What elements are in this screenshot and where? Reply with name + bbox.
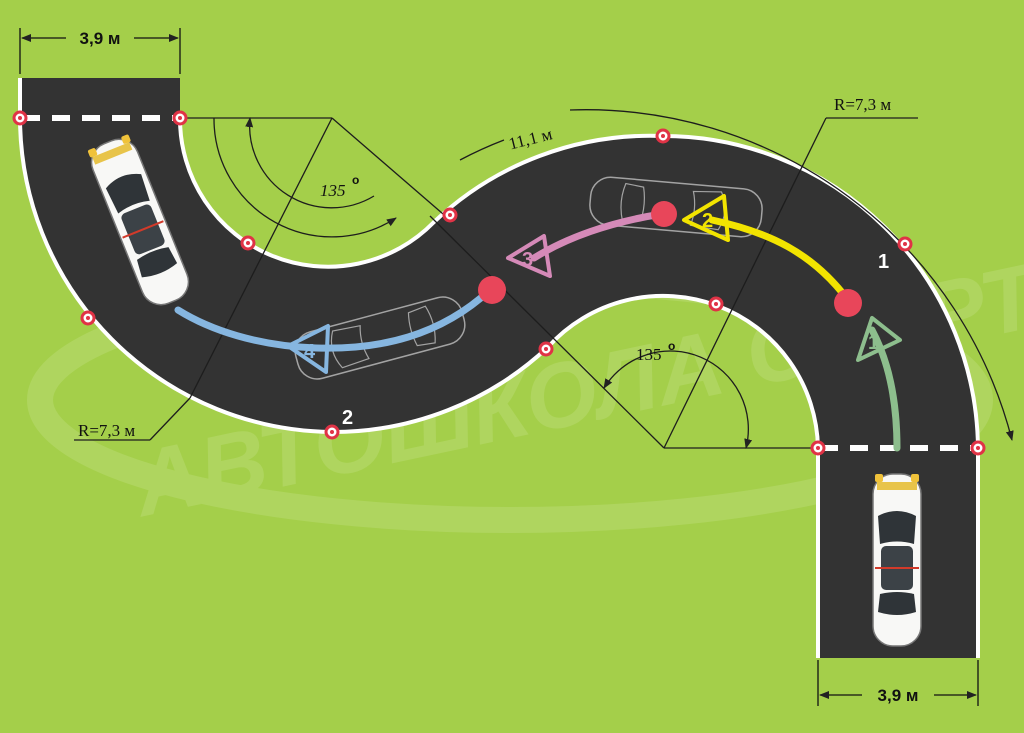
turn-point-3 [478,276,506,304]
radius-right-label: R=7,3 м [834,95,891,114]
section-number-1: 1 [878,251,889,273]
step-marker-2: 2 [682,194,730,242]
car-bottom-right [872,473,922,647]
step-label-4: 4 [304,341,316,363]
angle-top: 135 о [320,173,359,200]
step-marker-1: 1 [856,316,902,362]
path-step-1 [868,326,901,452]
angle-bottom-value: 135 [636,345,662,364]
turn-point-1 [834,289,862,317]
step-label-3: 3 [522,249,533,271]
dimension-width-bottom: 3,9 м [817,660,979,706]
width-bottom-label: 3,9 м [878,686,919,705]
edge-marker-dots [18,116,980,450]
dimension-width-top: 3,9 м [19,28,181,74]
radius-left-label: R=7,3 м [78,421,135,440]
turn-point-2 [651,201,677,227]
section-number-2: 2 [342,407,353,429]
angle-bottom-degree: о [668,339,675,353]
road [20,78,978,658]
path-step-4 [174,286,494,352]
angle-top-value: 135 [320,181,346,200]
step-marker-3: 3 [506,234,552,278]
path-step-2 [708,216,852,304]
trajectory [174,210,901,452]
angle-top-degree: о [352,173,359,187]
angle-bottom: 135 о [636,339,675,364]
step-label-2: 2 [702,210,713,232]
step-marker-4: 4 [286,324,330,374]
width-top-label: 3,9 м [80,29,121,48]
step-label-1: 1 [868,332,879,354]
construction-lines [74,109,1014,449]
